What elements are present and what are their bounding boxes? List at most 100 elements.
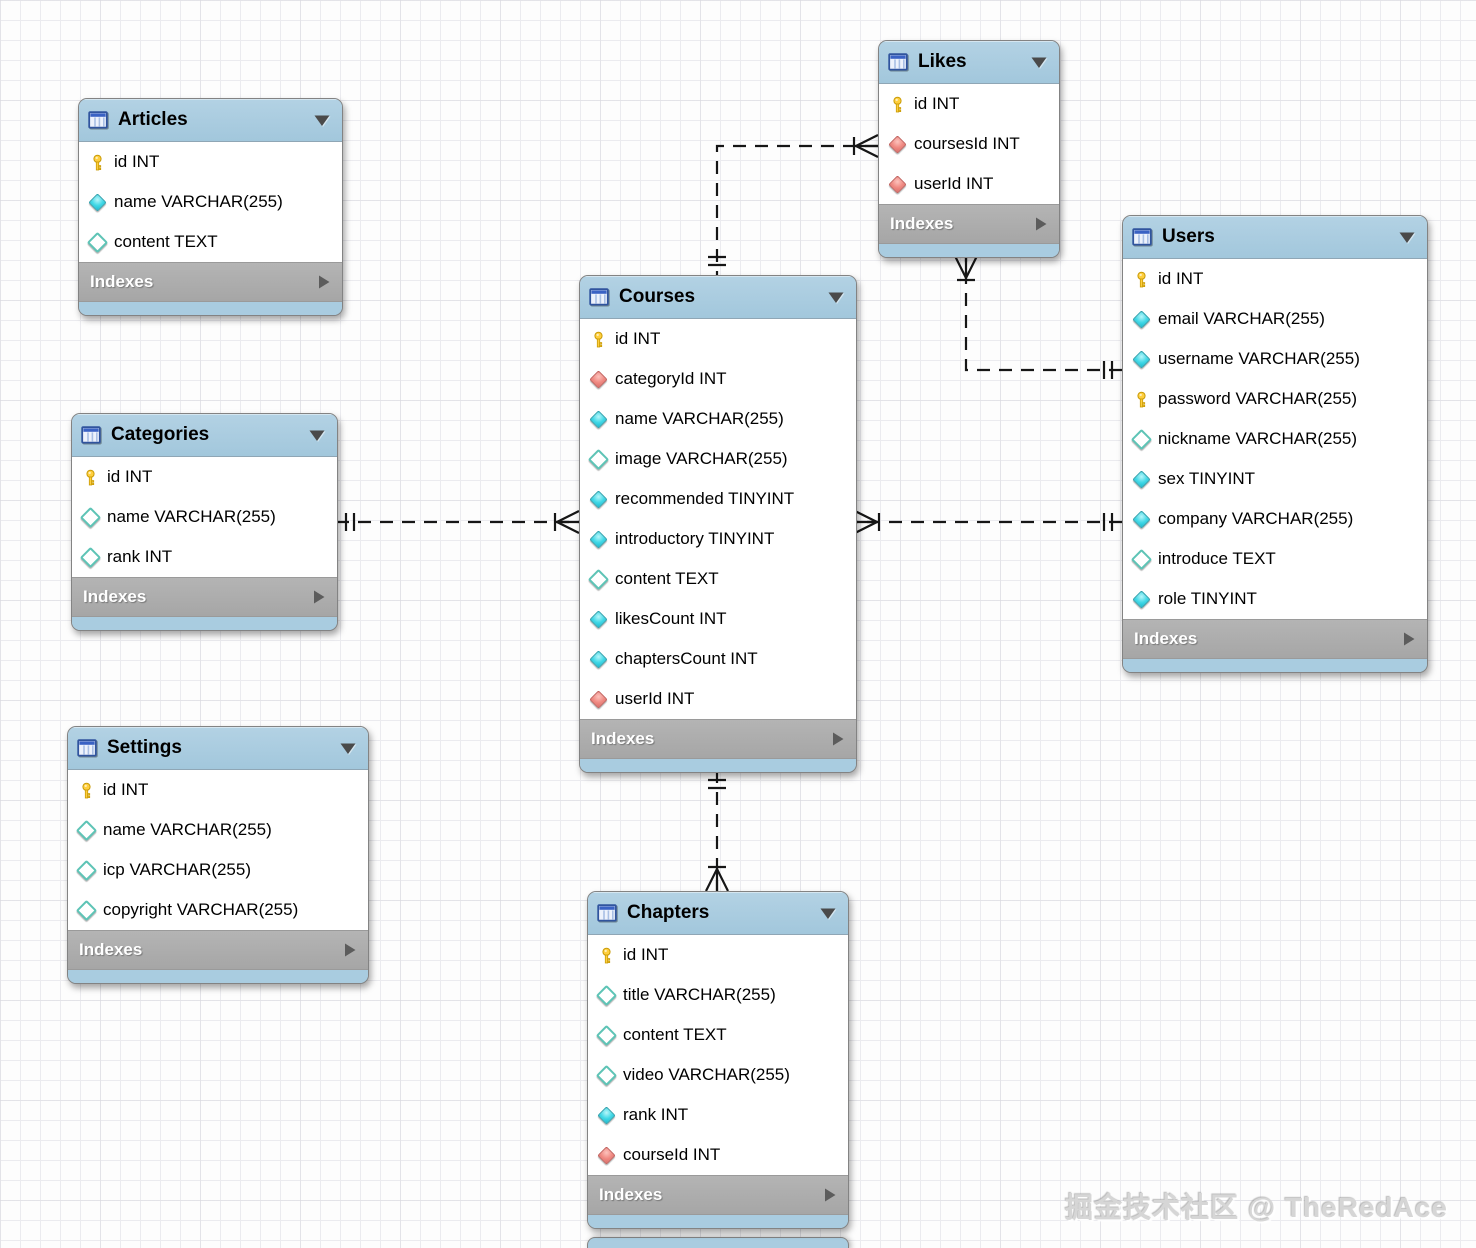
column-row[interactable]: copyright VARCHAR(255)	[68, 890, 368, 930]
connector-users-likes[interactable]	[964, 256, 1122, 372]
indexes-expand-arrow-icon[interactable]	[823, 1187, 837, 1203]
indexes-bar[interactable]: Indexes	[68, 931, 368, 970]
table-title: Categories	[111, 424, 210, 445]
table-title: Chapters	[627, 902, 710, 923]
table-icon	[589, 288, 610, 306]
column-label: content TEXT	[114, 232, 218, 251]
indexes-bar[interactable]: Indexes	[1123, 620, 1427, 659]
indexes-bar[interactable]: Indexes	[79, 263, 342, 302]
column-row[interactable]: icp VARCHAR(255)	[68, 850, 368, 890]
table-likes[interactable]: Likes id INT coursesId INT userId INT Inde…	[878, 40, 1060, 258]
column-row[interactable]: id INT	[68, 770, 368, 810]
column-row[interactable]: courseId INT	[588, 1135, 848, 1175]
column-row[interactable]: video VARCHAR(255)	[588, 1055, 848, 1095]
nullable-attribute-diamond-icon	[75, 859, 97, 881]
column-row[interactable]: coursesId INT	[879, 124, 1059, 164]
column-row[interactable]: image VARCHAR(255)	[580, 439, 856, 479]
column-row[interactable]: userId INT	[580, 679, 856, 719]
column-row[interactable]: name VARCHAR(255)	[79, 182, 342, 222]
collapse-caret-icon[interactable]	[1399, 231, 1415, 244]
collapse-caret-icon[interactable]	[340, 742, 356, 755]
column-row[interactable]: name VARCHAR(255)	[580, 399, 856, 439]
column-row[interactable]: company VARCHAR(255)	[1123, 499, 1427, 539]
collapse-caret-icon[interactable]	[309, 429, 325, 442]
table-header[interactable]: Courses	[580, 276, 856, 318]
column-label: name VARCHAR(255)	[103, 820, 272, 839]
indexes-bar[interactable]: Indexes	[879, 205, 1059, 244]
table-header[interactable]: Settings	[68, 727, 368, 769]
nullable-attribute-diamond-icon	[587, 568, 609, 590]
column-label: image VARCHAR(255)	[615, 449, 788, 468]
table-header[interactable]: Chapters	[588, 892, 848, 934]
collapse-caret-icon[interactable]	[314, 114, 330, 127]
indexes-expand-arrow-icon[interactable]	[317, 274, 331, 290]
notnull-attribute-diamond-icon	[1131, 469, 1151, 489]
column-row[interactable]: rank INT	[72, 537, 337, 577]
table-icon	[81, 426, 102, 444]
connector-likes-courses[interactable]	[715, 144, 878, 275]
table-header[interactable]: Likes	[879, 41, 1059, 83]
column-row[interactable]: recommended TINYINT	[580, 479, 856, 519]
table-header[interactable]: Categories	[72, 414, 337, 456]
table-header[interactable]: Articles	[79, 99, 342, 141]
column-row[interactable]: id INT	[879, 84, 1059, 124]
column-row[interactable]: id INT	[79, 142, 342, 182]
table-header[interactable]: Users	[1123, 216, 1427, 258]
column-row[interactable]: introduce TEXT	[1123, 539, 1427, 579]
nullable-attribute-diamond-icon	[587, 448, 609, 470]
column-label: coursesId INT	[914, 134, 1020, 153]
column-row[interactable]: userId INT	[879, 164, 1059, 204]
column-row[interactable]: name VARCHAR(255)	[72, 497, 337, 537]
column-row[interactable]: categoryId INT	[580, 359, 856, 399]
connector-likes-courses-crowfoot	[855, 134, 879, 147]
column-row[interactable]: id INT	[1123, 259, 1427, 299]
column-row[interactable]: likesCount INT	[580, 599, 856, 639]
column-label: recommended TINYINT	[615, 489, 795, 508]
indexes-bar[interactable]: Indexes	[72, 578, 337, 617]
column-row[interactable]: email VARCHAR(255)	[1123, 299, 1427, 339]
column-row[interactable]: sex TINYINT	[1123, 459, 1427, 499]
column-row[interactable]: content TEXT	[588, 1015, 848, 1055]
collapse-caret-icon[interactable]	[1031, 56, 1047, 69]
column-row[interactable]: introductory TINYINT	[580, 519, 856, 559]
column-row[interactable]: role TINYINT	[1123, 579, 1427, 619]
indexes-bar[interactable]: Indexes	[588, 1176, 848, 1215]
column-row[interactable]: content TEXT	[580, 559, 856, 599]
nullable-attribute-diamond-icon	[595, 1024, 617, 1046]
column-row[interactable]: id INT	[588, 935, 848, 975]
indexes-expand-arrow-icon[interactable]	[1034, 216, 1048, 232]
column-row[interactable]: id INT	[580, 319, 856, 359]
column-label: courseId INT	[623, 1145, 721, 1164]
collapse-caret-icon[interactable]	[828, 291, 844, 304]
column-row[interactable]: password VARCHAR(255)	[1123, 379, 1427, 419]
indexes-label: Indexes	[90, 272, 154, 291]
indexes-expand-arrow-icon[interactable]	[312, 589, 326, 605]
indexes-expand-arrow-icon[interactable]	[343, 942, 357, 958]
column-row[interactable]: rank INT	[588, 1095, 848, 1135]
collapse-caret-icon[interactable]	[820, 907, 836, 920]
indexes-expand-arrow-icon[interactable]	[1402, 631, 1416, 647]
notnull-attribute-diamond-icon	[588, 529, 608, 549]
column-row[interactable]: content TEXT	[79, 222, 342, 262]
column-row[interactable]: name VARCHAR(255)	[68, 810, 368, 850]
column-row[interactable]: id INT	[72, 457, 337, 497]
column-row[interactable]: nickname VARCHAR(255)	[1123, 419, 1427, 459]
indexes-bar[interactable]: Indexes	[580, 720, 856, 759]
connector-users-likes-crowfoot	[954, 255, 967, 279]
column-row[interactable]: title VARCHAR(255)	[588, 975, 848, 1015]
column-row[interactable]: username VARCHAR(255)	[1123, 339, 1427, 379]
indexes-label: Indexes	[1134, 629, 1198, 648]
indexes-expand-arrow-icon[interactable]	[831, 731, 845, 747]
partial-table-peek[interactable]	[587, 1237, 849, 1248]
notnull-attribute-diamond-icon	[588, 489, 608, 509]
column-row[interactable]: chaptersCount INT	[580, 639, 856, 679]
table-settings[interactable]: Settings id INT name VARCHAR(255) icp VARC…	[67, 726, 369, 984]
